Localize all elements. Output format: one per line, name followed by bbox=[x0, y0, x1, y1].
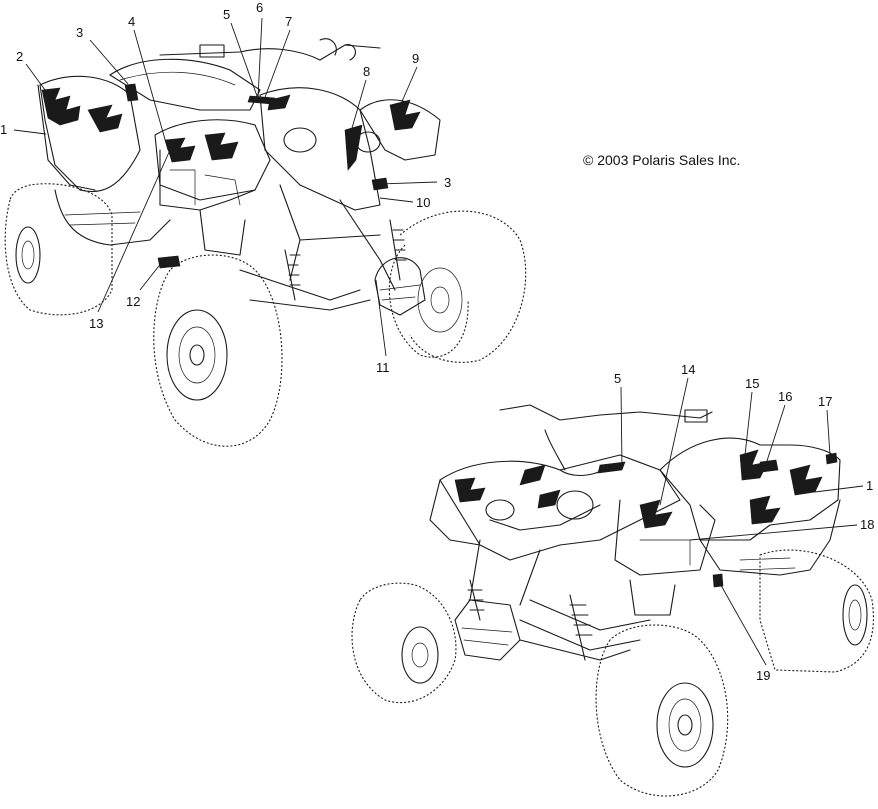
leader-lines bbox=[13, 17, 864, 666]
callout-9: 9 bbox=[412, 51, 419, 66]
callout-4: 4 bbox=[128, 14, 135, 29]
callout-10: 10 bbox=[416, 195, 430, 210]
callout-17: 17 bbox=[818, 394, 832, 409]
decal-shapes-top bbox=[41, 83, 421, 269]
callout-3: 3 bbox=[76, 25, 83, 40]
rear-tire-top bbox=[4, 183, 113, 316]
callout-3b: 3 bbox=[444, 175, 451, 190]
callout-numbers: 1 2 3 4 5 6 7 8 9 3 10 11 12 13 5 14 15 … bbox=[0, 0, 874, 683]
callout-8: 8 bbox=[363, 64, 370, 79]
callout-16: 16 bbox=[778, 389, 792, 404]
callout-15: 15 bbox=[745, 376, 759, 391]
callout-7: 7 bbox=[285, 14, 292, 29]
front-tire-top bbox=[153, 254, 283, 447]
callout-19: 19 bbox=[756, 668, 770, 683]
callout-2: 2 bbox=[16, 49, 23, 64]
callout-13: 13 bbox=[89, 316, 103, 331]
callout-11: 11 bbox=[376, 360, 390, 375]
atv-bottom bbox=[351, 404, 874, 797]
callout-14: 14 bbox=[681, 362, 695, 377]
callout-5: 5 bbox=[223, 7, 230, 22]
decal-shapes-bottom bbox=[454, 449, 838, 588]
callout-6: 6 bbox=[256, 0, 263, 15]
atv-top bbox=[4, 38, 527, 447]
copyright-notice: © 2003 Polaris Sales Inc. bbox=[583, 152, 741, 168]
callout-18: 18 bbox=[860, 517, 874, 532]
callout-12: 12 bbox=[126, 294, 140, 309]
callout-5b: 5 bbox=[614, 371, 621, 386]
callout-1b: 1 bbox=[866, 478, 873, 493]
callout-1: 1 bbox=[0, 122, 7, 137]
